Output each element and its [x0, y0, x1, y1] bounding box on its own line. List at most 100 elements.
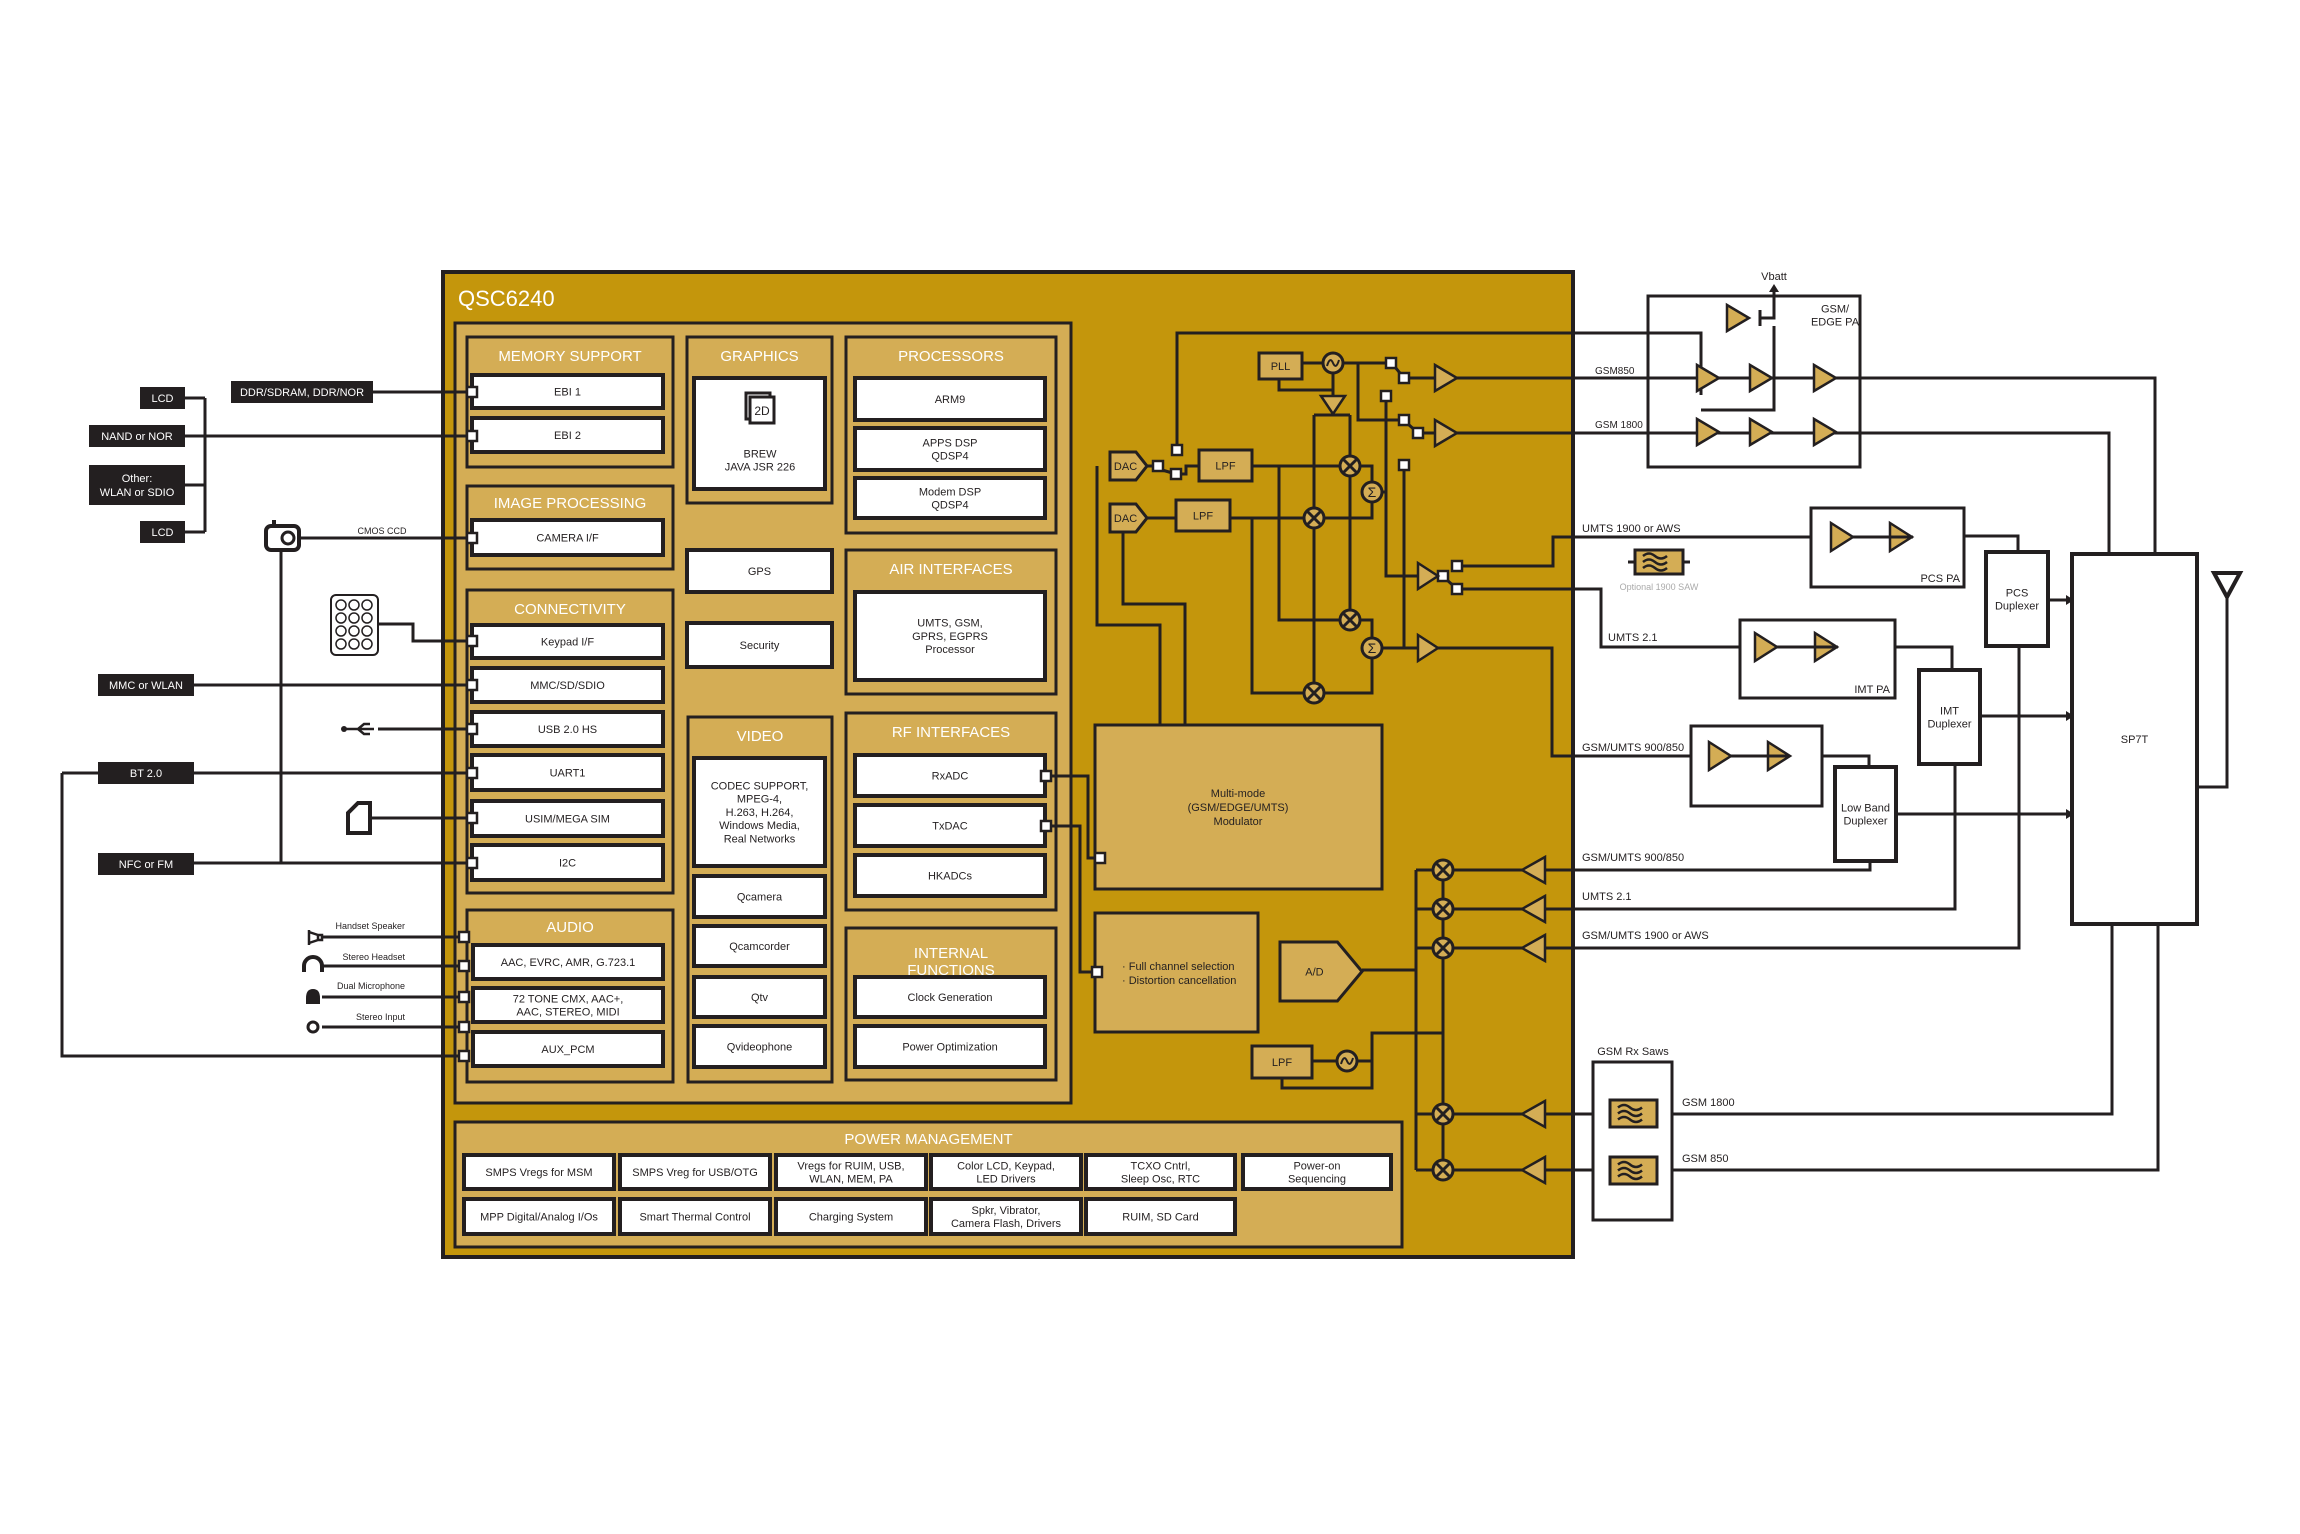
air-processor-box-frame[interactable]: [853, 590, 1047, 682]
audio-item-frame[interactable]: [471, 986, 665, 1024]
audio-item-label: AUX_PCM: [541, 1044, 594, 1056]
power-item-frame[interactable]: [618, 1153, 772, 1191]
power-item[interactable]: MPP Digital/Analog I/Os: [462, 1197, 616, 1236]
connectivity-item[interactable]: I2C: [470, 843, 665, 882]
connectivity-item[interactable]: MMC/SD/SDIO: [470, 666, 665, 704]
rf-interface-item[interactable]: RxADC: [853, 753, 1047, 798]
sp7t-switch[interactable]: SP7T: [2070, 552, 2199, 926]
video-item-frame[interactable]: [692, 924, 827, 968]
keypad-icon: [330, 594, 379, 656]
power-item[interactable]: Spkr, Vibrator,Camera Flash, Drivers: [929, 1197, 1083, 1236]
vbatt-arrow-icon: [1769, 284, 1779, 292]
connectivity-item[interactable]: UART1: [470, 753, 665, 792]
camera-if-box[interactable]: CAMERA I/F: [470, 518, 665, 557]
processor-item-label: ARM9: [935, 394, 966, 406]
power-item-frame[interactable]: [1084, 1153, 1237, 1191]
connectivity-item[interactable]: Keypad I/F: [470, 623, 665, 660]
internal-functions-group-title: INTERNAL: [914, 945, 988, 962]
ebi2-box-frame[interactable]: [470, 416, 665, 454]
video-item[interactable]: Qcamera: [692, 874, 827, 919]
codec-box[interactable]: CODEC SUPPORT,MPEG-4,H.263, H.264,Window…: [692, 756, 827, 868]
internal-item-frame[interactable]: [853, 1024, 1047, 1069]
connectivity-item-frame[interactable]: [470, 753, 665, 792]
connectivity-item-frame[interactable]: [470, 843, 665, 882]
power-item[interactable]: Smart Thermal Control: [618, 1197, 772, 1236]
power-item[interactable]: SMPS Vregs for MSM: [462, 1153, 616, 1191]
power-item-frame[interactable]: [774, 1197, 928, 1236]
sigma-symbol: Σ: [1368, 484, 1377, 500]
processor-item-frame[interactable]: [853, 426, 1047, 472]
gps-box-frame[interactable]: [685, 548, 834, 594]
lowband-duplexer-frame[interactable]: [1833, 765, 1898, 863]
rf-interface-item-frame[interactable]: [853, 853, 1047, 898]
internal-item-frame[interactable]: [853, 975, 1047, 1019]
connectivity-item[interactable]: USIM/MEGA SIM: [470, 799, 665, 838]
pin-connector: [1411, 426, 1425, 440]
security-box[interactable]: Security: [685, 621, 834, 669]
gps-box[interactable]: GPS: [685, 548, 834, 594]
pa-stage-icon: [1812, 362, 1839, 394]
pin-connector: [1379, 389, 1393, 403]
power-item-frame[interactable]: [1084, 1197, 1237, 1236]
connectivity-item[interactable]: USB 2.0 HS: [470, 710, 665, 748]
video-item-frame[interactable]: [692, 874, 827, 919]
rf-interface-item[interactable]: TxDAC: [853, 803, 1047, 848]
processor-item-frame[interactable]: [853, 476, 1047, 520]
processor-item[interactable]: ARM9: [853, 376, 1047, 422]
processors-group-title: PROCESSORS: [898, 348, 1004, 365]
power-item[interactable]: Vregs for RUIM, USB,WLAN, MEM, PA: [774, 1153, 928, 1191]
power-item[interactable]: TCXO Cntrl,Sleep Osc, RTC: [1084, 1153, 1237, 1191]
audio-item[interactable]: 72 TONE CMX, AAC+,AAC, STEREO, MIDI: [471, 986, 665, 1024]
audio-item-label: AAC, EVRC, AMR, G.723.1: [501, 957, 636, 969]
power-item[interactable]: SMPS Vreg for USB/OTG: [618, 1153, 772, 1191]
pcs-pa-module: [1809, 506, 1966, 589]
ebi2-box[interactable]: EBI 2: [470, 416, 665, 454]
video-item-frame[interactable]: [692, 975, 827, 1019]
audio-io-label: Stereo Headset: [342, 952, 405, 962]
connectivity-item-frame[interactable]: [470, 710, 665, 748]
security-box-frame[interactable]: [685, 621, 834, 669]
audio-item[interactable]: AAC, EVRC, AMR, G.723.1: [471, 943, 665, 981]
ebi1-box[interactable]: EBI 1: [470, 373, 665, 410]
sp7t-switch-frame[interactable]: [2070, 552, 2199, 926]
audio-item[interactable]: AUX_PCM: [471, 1030, 665, 1068]
video-item[interactable]: Qcamcorder: [692, 924, 827, 968]
power-item[interactable]: Charging System: [774, 1197, 928, 1236]
power-item-frame[interactable]: [618, 1197, 772, 1236]
power-item-frame[interactable]: [462, 1197, 616, 1236]
pin-connector: [1151, 459, 1165, 473]
audio-item-frame[interactable]: [471, 1030, 665, 1068]
imt-duplexer-frame[interactable]: [1917, 668, 1982, 766]
processor-item-frame[interactable]: [853, 376, 1047, 422]
audio-item-frame[interactable]: [471, 943, 665, 981]
connectivity-item-frame[interactable]: [470, 666, 665, 704]
power-item[interactable]: Color LCD, Keypad,LED Drivers: [929, 1153, 1083, 1191]
oscillator-icon: [1335, 1049, 1359, 1073]
power-item[interactable]: RUIM, SD Card: [1084, 1197, 1237, 1236]
video-item-label: Qcamera: [737, 891, 783, 903]
wire: [1324, 502, 1374, 520]
power-item-label: SMPS Vreg for USB/OTG: [632, 1167, 758, 1179]
processor-item-label: APPS DSP: [922, 437, 977, 449]
power-item-frame[interactable]: [462, 1153, 616, 1191]
internal-item[interactable]: Clock Generation: [853, 975, 1047, 1019]
ebi1-box-frame[interactable]: [470, 373, 665, 410]
rf-interface-item[interactable]: HKADCs: [853, 853, 1047, 898]
power-item-frame[interactable]: [774, 1153, 928, 1191]
imt-pa-label: IMT PA: [1854, 684, 1890, 696]
video-item[interactable]: Qvideophone: [692, 1024, 827, 1069]
power-item-frame[interactable]: [1241, 1153, 1393, 1191]
codec-box-frame[interactable]: [692, 756, 827, 868]
video-item[interactable]: Qtv: [692, 975, 827, 1019]
power-item-frame[interactable]: [929, 1153, 1083, 1191]
power-item-frame[interactable]: [929, 1197, 1083, 1236]
internal-item[interactable]: Power Optimization: [853, 1024, 1047, 1069]
video-item-frame[interactable]: [692, 1024, 827, 1069]
